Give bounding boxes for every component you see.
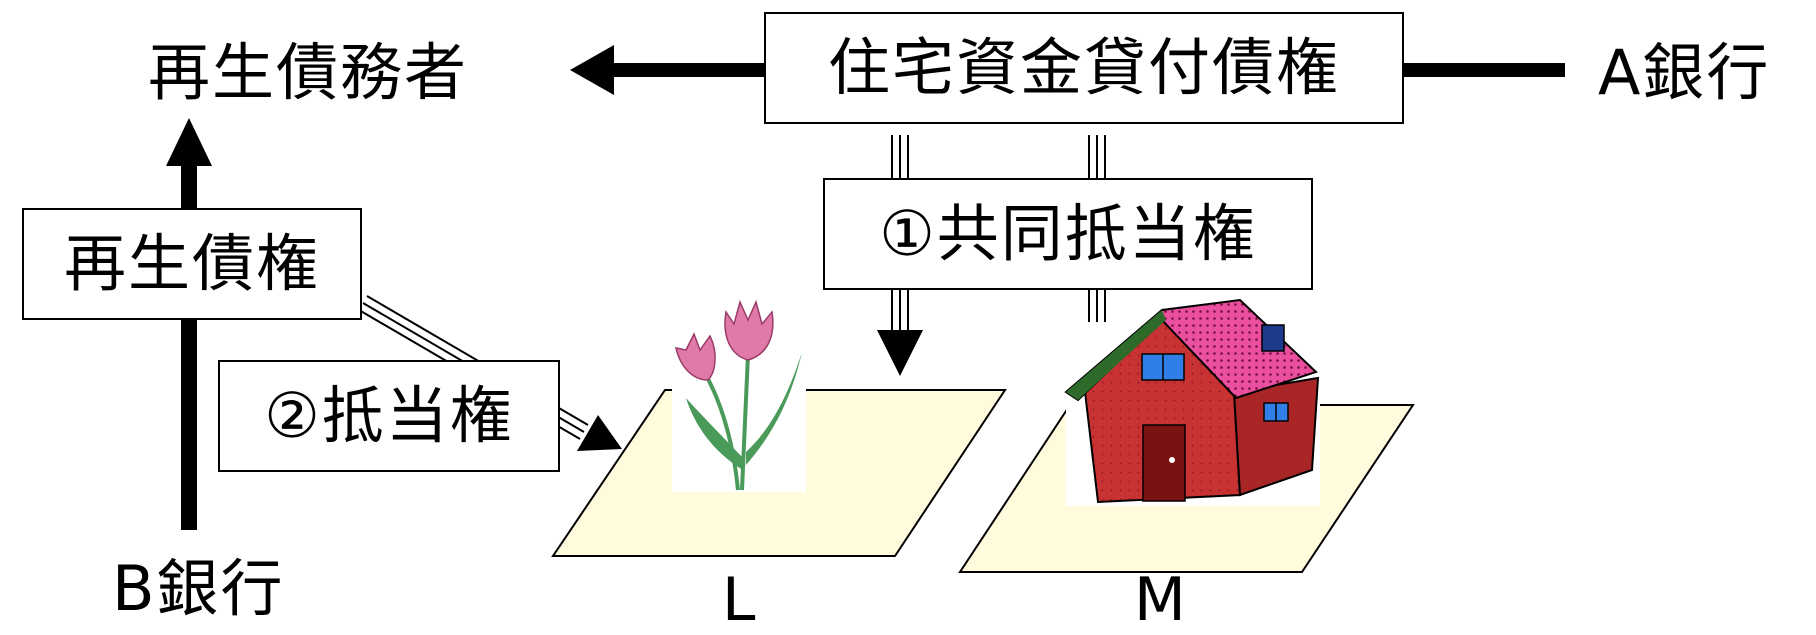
joint-mortgage-label: ①共同抵当権	[879, 197, 1257, 270]
mortgage-box: ②抵当権	[218, 360, 560, 472]
rehab-claim-box: 再生債権	[22, 208, 362, 320]
bank-b-label: B銀行	[112, 552, 285, 625]
joint-mortgage-box: ①共同抵当権	[823, 178, 1313, 290]
bank-b-to-debtor-arrow	[166, 118, 212, 530]
bank-a-line	[1400, 63, 1565, 77]
joint-mortgage-lines-top	[891, 135, 1106, 178]
debtor-label: 再生債務者	[148, 36, 469, 109]
bank-a-label: A銀行	[1598, 36, 1771, 109]
lot-l-label: L	[722, 565, 758, 635]
house-icon	[1064, 298, 1320, 506]
housing-loan-label: 住宅資金貸付債権	[827, 31, 1340, 104]
tulip-icon	[672, 299, 806, 492]
mortgage-label: ②抵当権	[264, 379, 514, 452]
joint-mortgage-arrow-l	[877, 290, 923, 376]
lot-m-label: M	[1134, 565, 1188, 635]
rehab-claim-label: 再生債権	[63, 227, 320, 300]
loan-to-debtor-arrow	[570, 45, 765, 95]
housing-loan-box: 住宅資金貸付債権	[764, 12, 1404, 124]
